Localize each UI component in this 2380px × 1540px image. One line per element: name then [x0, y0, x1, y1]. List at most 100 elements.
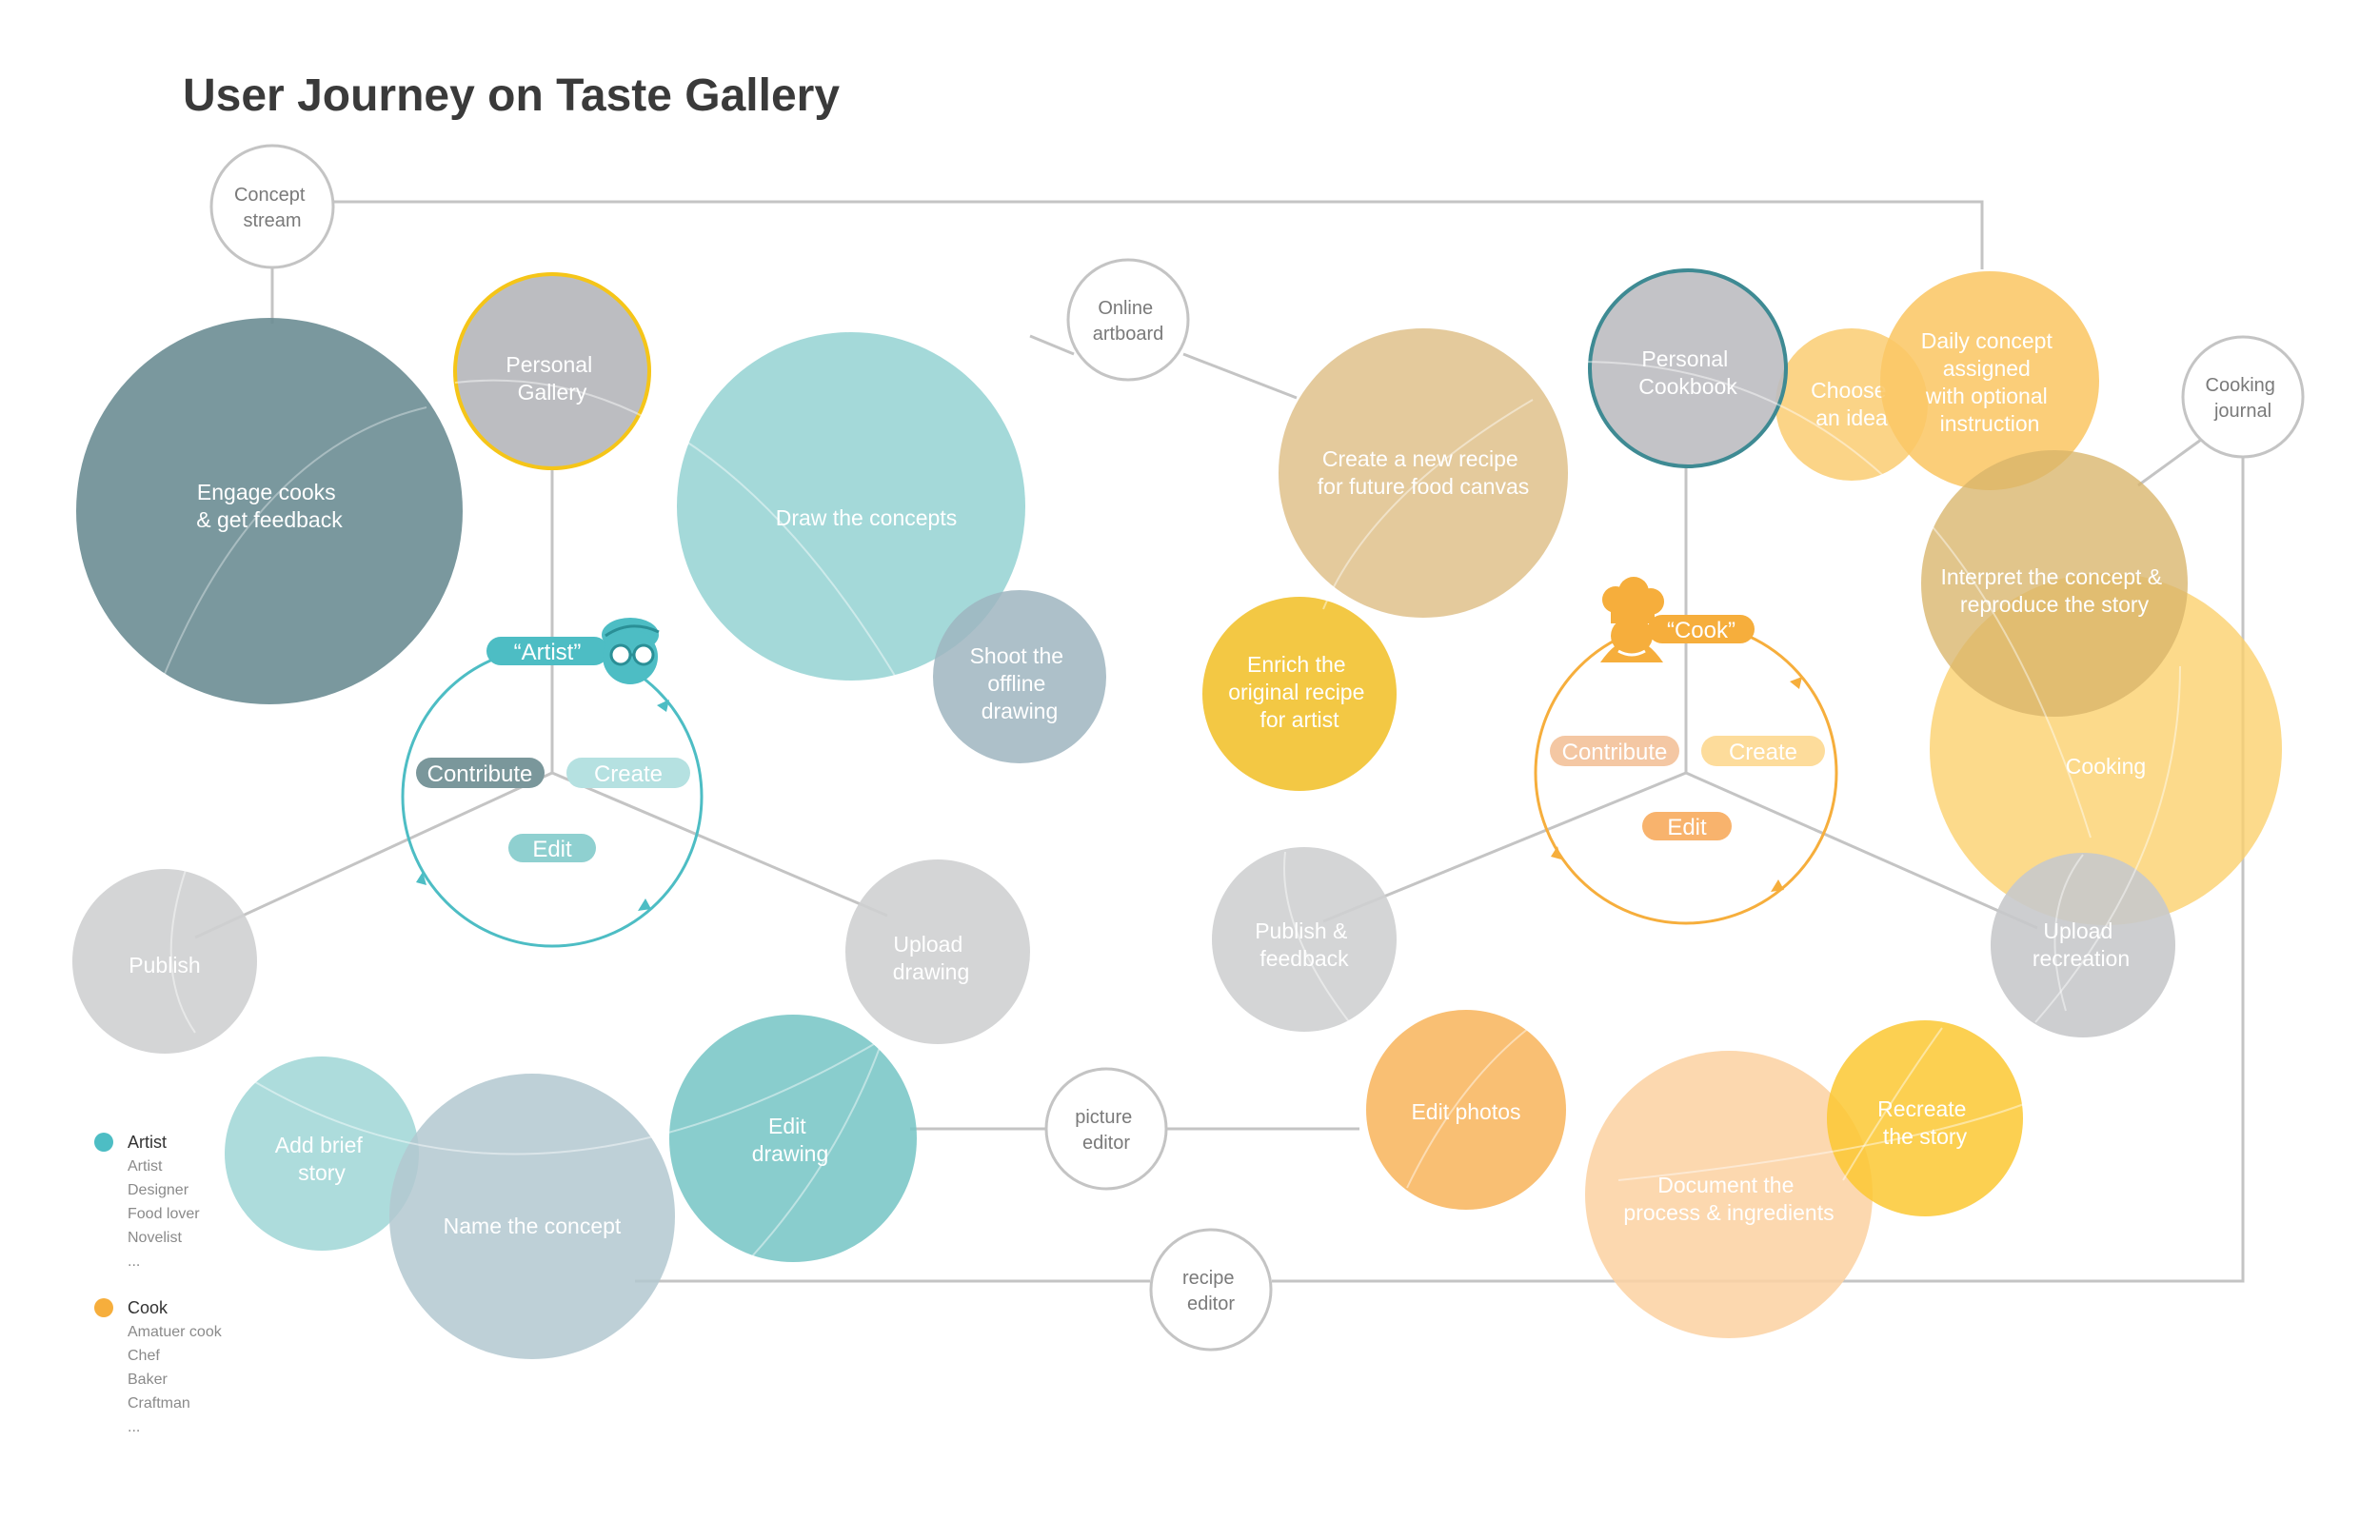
node-add-brief-story-label: Add brief story	[275, 1133, 368, 1185]
decorative-arc-upload-2	[2053, 854, 2084, 1012]
legend-artist-item: Food lover	[128, 1206, 200, 1222]
cook-cycle-arrow-2	[1771, 879, 1784, 892]
legend-artist-item: Novelist	[128, 1230, 182, 1246]
node-recreate-story-label: Recreate the story	[1877, 1096, 1973, 1149]
artist-cycle-arrow-2	[638, 898, 651, 911]
node-add-brief-story[interactable]: Add brief story	[225, 1056, 419, 1251]
tool-picture-editor[interactable]: picture editor	[1044, 1067, 1168, 1191]
node-name-concept[interactable]: Name the concept	[389, 1074, 675, 1359]
node-edit-photos-label: Edit photos	[1411, 1099, 1520, 1124]
tool-cooking-journal[interactable]: Cooking journal	[2181, 335, 2305, 459]
node-daily-concept[interactable]: Daily concept assigned with optional ins…	[1880, 271, 2099, 490]
cook-cycle-arrow-1	[1790, 677, 1802, 689]
legend: Artist Artist Designer Food lover Noveli…	[94, 1133, 223, 1435]
node-interpret-concept[interactable]: Interpret the concept & reproduce the st…	[1921, 450, 2188, 717]
node-cooking-label: Cooking	[2066, 754, 2146, 779]
decorative-arc-upload	[2034, 665, 2181, 1023]
node-choose-idea-label: Choose an idea	[1811, 378, 1893, 430]
node-upload-drawing[interactable]: Upload drawing	[845, 859, 1030, 1044]
decorative-arc-cook	[1579, 361, 2092, 839]
legend-artist-item: ...	[128, 1254, 140, 1270]
node-document-process[interactable]: Document the process & ingredients	[1585, 1051, 1873, 1338]
legend-cook: Cook Amatuer cook Chef Baker Craftman ..…	[94, 1298, 223, 1435]
artist-contribute-pill[interactable]: Contribute	[416, 758, 545, 788]
connector-concept-stream-to-daily	[332, 200, 1984, 269]
node-publish-feedback[interactable]: Publish & feedback	[1212, 847, 1397, 1032]
tool-nodes: Concept stream Online artboard picture e…	[209, 144, 2305, 1352]
node-draw-concepts-label: Draw the concepts	[776, 505, 957, 530]
decorative-arc-recreate	[1842, 1027, 1943, 1181]
legend-cook-item: Amatuer cook	[128, 1324, 223, 1340]
legend-cook-item: Chef	[128, 1348, 160, 1364]
node-shoot-drawing[interactable]: Shoot the offline drawing	[933, 590, 1106, 763]
node-engage-cooks[interactable]: Engage cooks & get feedback	[76, 318, 463, 704]
artist-contribute-label: Contribute	[427, 761, 533, 787]
node-draw-concepts[interactable]: Draw the concepts	[677, 332, 1025, 681]
tool-recipe-editor[interactable]: recipe editor	[1149, 1228, 1273, 1352]
legend-artist-heading: Artist	[128, 1133, 167, 1152]
node-enrich-recipe-label: Enrich the original recipe for artist	[1228, 652, 1371, 732]
decorative-arc-bottom-cook	[1617, 1103, 2025, 1181]
node-edit-photos[interactable]: Edit photos	[1366, 1010, 1566, 1210]
connector-artboard-to-draw	[1029, 334, 1075, 356]
node-personal-cookbook-label: Personal Cookbook	[1638, 346, 1737, 399]
node-daily-concept-label: Daily concept assigned with optional ins…	[1921, 328, 2058, 436]
artist-spoke-publish	[194, 771, 553, 939]
tool-online-artboard[interactable]: Online artboard	[1066, 258, 1190, 382]
cook-contribute-pill[interactable]: Contribute	[1550, 736, 1679, 766]
node-enrich-recipe[interactable]: Enrich the original recipe for artist	[1202, 597, 1397, 791]
decorative-arc-photos	[1406, 1027, 1530, 1189]
node-recreate-story[interactable]: Recreate the story	[1827, 1020, 2023, 1216]
decorative-arc-edit-drawing	[751, 1044, 882, 1257]
artist-role-label: “Artist”	[514, 640, 582, 665]
artist-cycle-arrow-1	[657, 700, 669, 712]
artist-cycle: “Artist” Contribute Create Edit	[401, 618, 704, 948]
node-personal-gallery[interactable]: Personal Gallery	[453, 272, 651, 470]
legend-artist: Artist Artist Designer Food lover Noveli…	[94, 1133, 200, 1270]
legend-cook-heading: Cook	[128, 1298, 169, 1317]
decorative-arc-recipe	[1322, 399, 1534, 610]
tool-concept-stream-label: Concept stream	[234, 185, 310, 231]
cook-edit-pill[interactable]: Edit	[1642, 812, 1732, 840]
artist-role-badge: “Artist”	[486, 637, 608, 665]
cook-create-label: Create	[1729, 740, 1797, 765]
node-edit-drawing[interactable]: Edit drawing	[669, 1015, 917, 1262]
tool-concept-stream[interactable]: Concept stream	[209, 144, 335, 269]
cook-spoke-upload	[1685, 771, 2038, 930]
legend-cook-item: ...	[128, 1419, 140, 1435]
cook-create-pill[interactable]: Create	[1701, 736, 1825, 766]
node-upload-recreation-label: Upload recreation	[2033, 918, 2130, 971]
node-shoot-drawing-label: Shoot the offline drawing	[970, 643, 1070, 723]
artist-create-pill[interactable]: Create	[566, 758, 690, 788]
decorative-arcs	[169, 361, 2181, 1257]
decorative-arc-artist	[454, 379, 934, 743]
node-upload-drawing-label: Upload drawing	[893, 932, 970, 984]
node-personal-gallery-label: Personal Gallery	[506, 352, 598, 405]
legend-cook-dot-icon	[94, 1298, 113, 1317]
node-create-recipe[interactable]: Create a new recipe for future food canv…	[1279, 328, 1568, 618]
artist-edit-label: Edit	[532, 837, 572, 862]
tool-picture-editor-label: picture editor	[1075, 1107, 1138, 1154]
tool-online-artboard-label: Online artboard	[1093, 298, 1164, 345]
connector-journal-to-interpret	[2137, 438, 2202, 487]
node-publish[interactable]: Publish	[72, 869, 257, 1054]
page-title: User Journey on Taste Gallery	[183, 70, 840, 121]
legend-artist-item: Artist	[128, 1158, 163, 1175]
artist-cycle-arrow-3	[416, 872, 426, 885]
cook-cycle: “Cook” Contribute Create Edit	[1534, 577, 1838, 925]
node-name-concept-label: Name the concept	[444, 1214, 622, 1238]
cook-role-badge: “Cook”	[1648, 615, 1755, 643]
legend-artist-item: Designer	[128, 1182, 189, 1198]
node-upload-recreation[interactable]: Upload recreation	[1991, 853, 2175, 1037]
cook-contribute-label: Contribute	[1562, 740, 1668, 765]
node-interpret-concept-label: Interpret the concept & reproduce the st…	[1940, 564, 2168, 617]
node-publish-feedback-label: Publish & feedback	[1255, 918, 1354, 971]
artist-edit-pill[interactable]: Edit	[508, 834, 596, 862]
cook-cycle-arrow-3	[1551, 846, 1561, 859]
tool-cooking-journal-label: Cooking journal	[2206, 375, 2281, 422]
legend-cook-item: Baker	[128, 1372, 168, 1388]
node-personal-cookbook[interactable]: Personal Cookbook	[1588, 268, 1788, 468]
journey-nodes: Engage cooks & get feedback Personal Gal…	[72, 268, 2282, 1359]
cook-avatar-icon	[1600, 577, 1664, 662]
